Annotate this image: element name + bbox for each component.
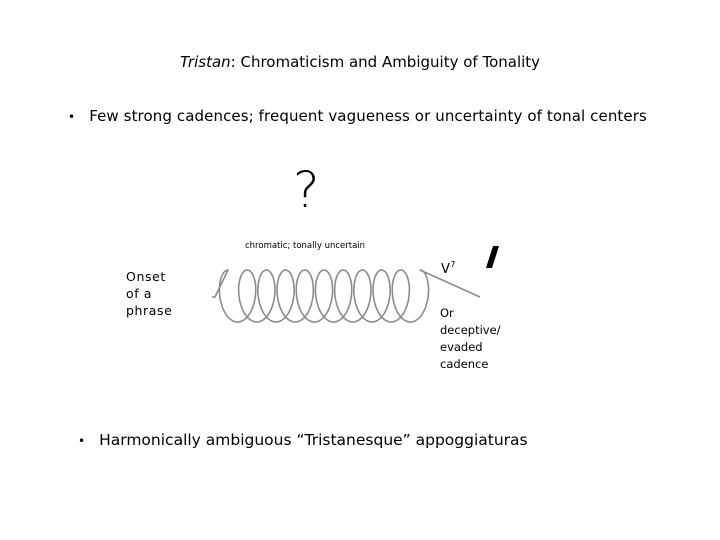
bullet-item-2: • Harmonically ambiguous “Tristanesque” … bbox=[78, 431, 528, 450]
title-text: : Chromaticism and Ambiguity of Tonality bbox=[231, 53, 540, 71]
coil-label: chromatic; tonally uncertain bbox=[245, 241, 365, 252]
bullet-item-1: • Few strong cadences; frequent vaguenes… bbox=[68, 107, 647, 126]
slide-title: Tristan: Chromaticism and Ambiguity of T… bbox=[0, 53, 720, 71]
title-italic: Tristan bbox=[180, 53, 231, 71]
bullet-marker: • bbox=[78, 432, 85, 450]
cadence-label: Or deceptive/ evaded cadence bbox=[440, 305, 501, 373]
chord-label: V7 bbox=[441, 257, 456, 278]
chord-superscript: 7 bbox=[450, 260, 456, 269]
bullet-text: Harmonically ambiguous “Tristanesque” ap… bbox=[99, 431, 528, 449]
bullet-text: Few strong cadences; frequent vagueness … bbox=[89, 107, 647, 125]
accent-mark bbox=[482, 244, 502, 270]
bullet-marker: • bbox=[68, 108, 75, 126]
question-mark: ? bbox=[293, 160, 320, 220]
chord-base: V bbox=[441, 262, 450, 277]
onset-label: Onset of a phrase bbox=[126, 268, 172, 319]
